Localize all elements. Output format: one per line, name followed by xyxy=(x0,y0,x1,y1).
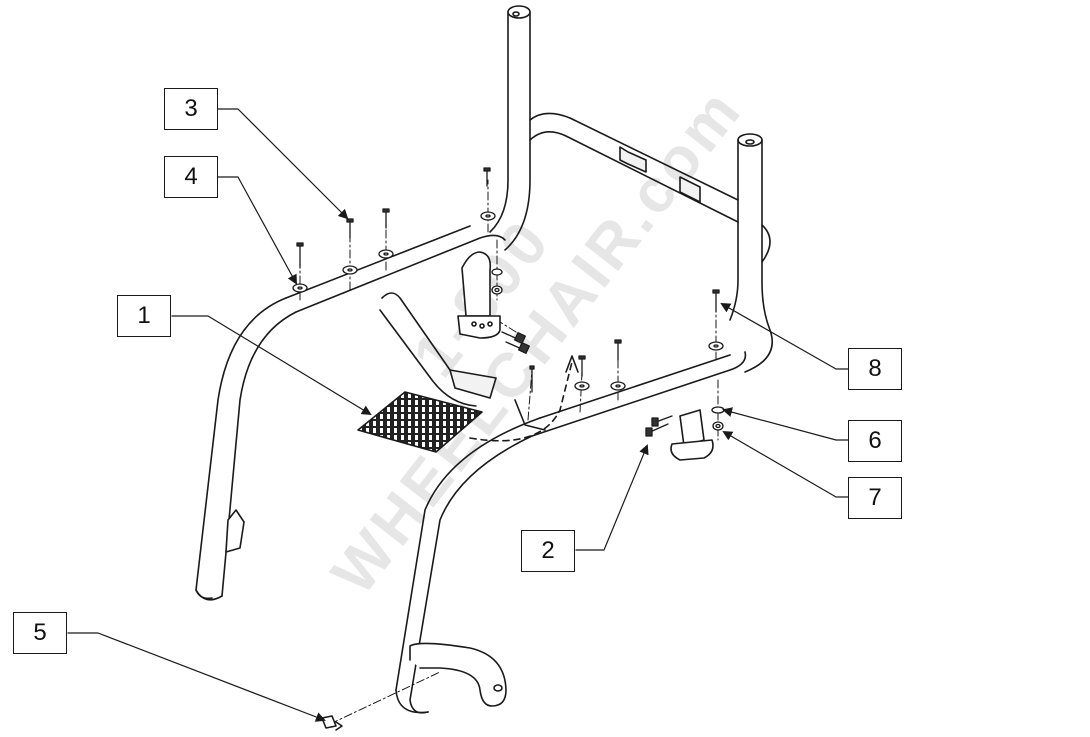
screws xyxy=(296,167,720,437)
inner-cross-tube xyxy=(379,292,546,431)
callout-2: 2 xyxy=(521,530,575,572)
callout-5: 5 xyxy=(13,612,67,654)
front-side-rail xyxy=(395,351,747,714)
back-cross-tube xyxy=(529,112,739,223)
callout-5-label: 5 xyxy=(33,619,47,646)
clamp-bracket-top xyxy=(457,251,501,339)
callout-6-label: 6 xyxy=(868,427,882,454)
footplate-flip-arrow xyxy=(469,361,573,442)
back-post-left xyxy=(489,5,531,251)
callout-4: 4 xyxy=(164,156,218,198)
end-cap-part xyxy=(321,715,343,731)
callout-1: 1 xyxy=(117,295,171,337)
callout-8-label: 8 xyxy=(868,355,882,382)
leader-lines xyxy=(67,108,849,722)
callout-1-label: 1 xyxy=(137,302,151,329)
callout-4-label: 4 xyxy=(184,163,198,190)
footplate xyxy=(357,391,483,453)
washers xyxy=(292,211,725,414)
callout-2-label: 2 xyxy=(541,537,555,564)
callout-6: 6 xyxy=(848,420,902,462)
callout-7: 7 xyxy=(848,477,902,519)
clamp-bracket-lower xyxy=(670,409,714,461)
callout-7-label: 7 xyxy=(868,484,882,511)
nuts xyxy=(491,285,724,431)
back-post-right xyxy=(729,133,773,373)
callout-8: 8 xyxy=(848,348,902,390)
callout-3-label: 3 xyxy=(184,95,198,122)
callout-3: 3 xyxy=(164,88,218,130)
left-side-rail xyxy=(195,225,506,601)
